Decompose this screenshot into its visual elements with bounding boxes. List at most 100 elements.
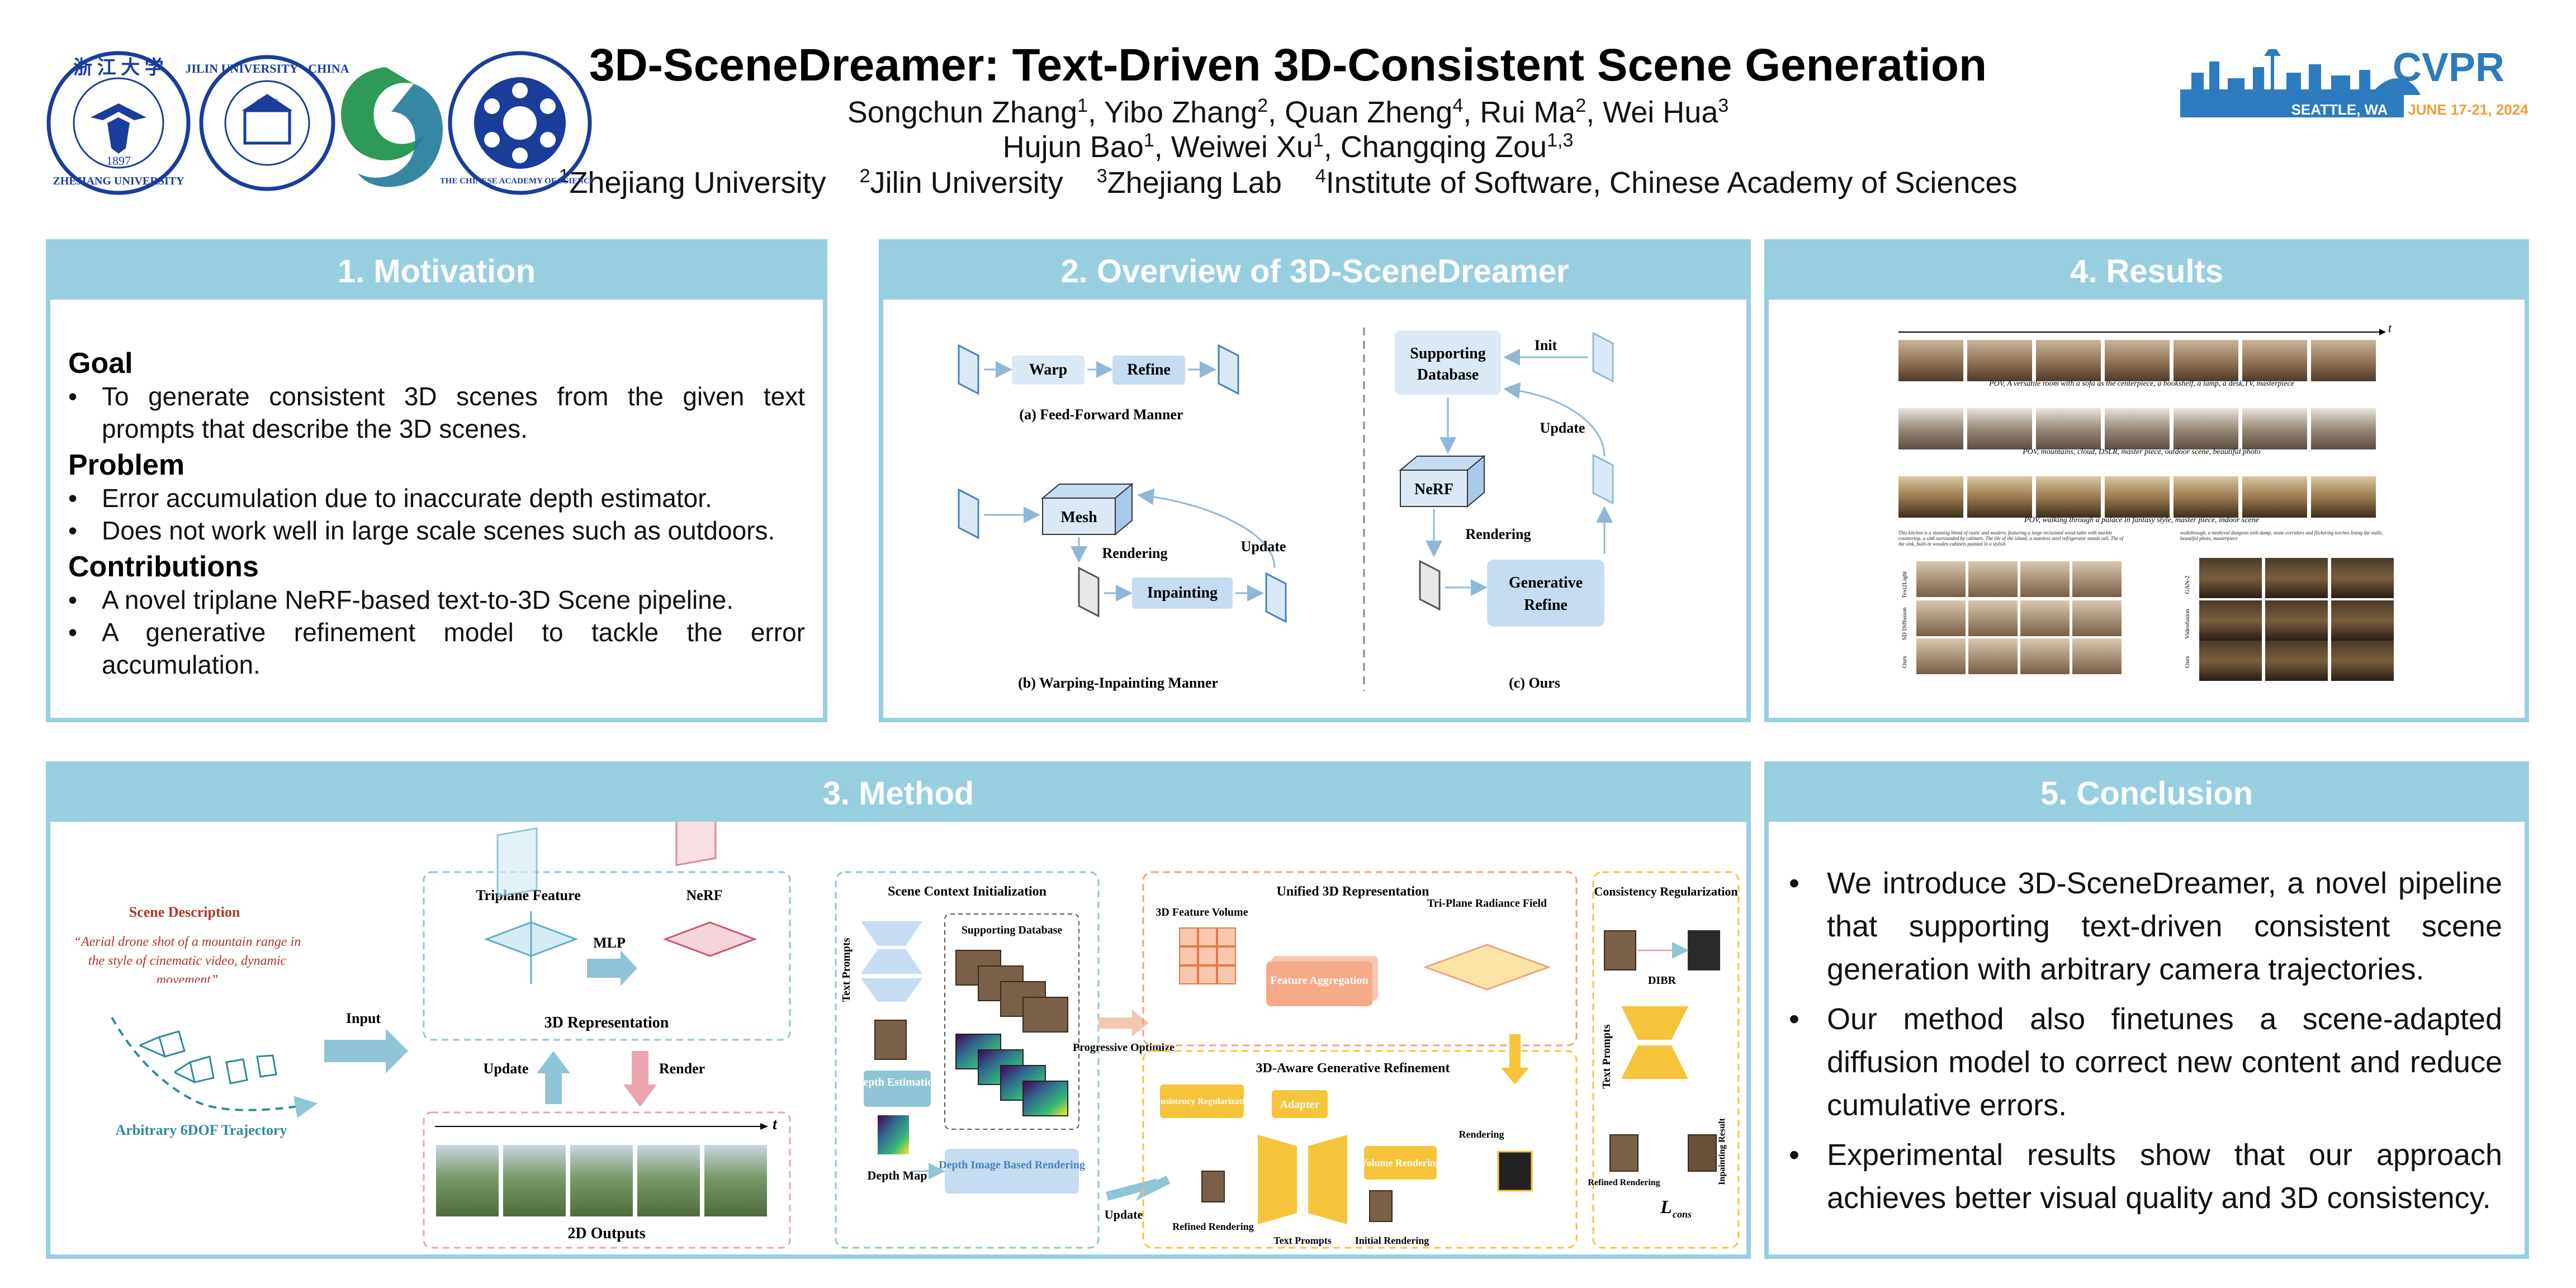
render-label: Render: [659, 1060, 705, 1077]
conclusion-item: •We introduce 3D-SceneDreamer, a novel p…: [1789, 866, 2502, 986]
results-figure: t POV, A versatile room with a sofa as t…: [1898, 321, 2394, 681]
comparison-thumbnail: [1916, 561, 1966, 597]
feature-voxel: [1217, 946, 1236, 965]
supporting-db-label: Supporting Database: [962, 924, 1063, 936]
text-encoder-icon: [861, 921, 922, 1002]
feature-voxel: [1198, 965, 1217, 984]
comparison-thumbnail: [1968, 600, 2018, 636]
init-label: Init: [1535, 337, 1557, 353]
row-label: Ours: [1901, 656, 1908, 667]
database-label: Database: [1417, 366, 1479, 383]
svg-text:JILIN UNIVERSITY · CHINA: JILIN UNIVERSITY · CHINA: [185, 61, 349, 75]
comparison-thumbnail: [2020, 638, 2070, 674]
conclusion-item: •Experimental results show that our appr…: [1789, 1138, 2502, 1215]
feature-volume-label: 3D Feature Volume: [1156, 906, 1248, 918]
feature-voxel: [1179, 946, 1198, 965]
output-frame: [436, 1145, 499, 1216]
result-caption-2: POV, mountains, cloud, DSLR, master piec…: [2022, 448, 2261, 456]
l-cons-label: L: [1660, 1197, 1672, 1218]
overview-heading: 2. Overview of 3D-SceneDreamer: [883, 244, 1746, 300]
refine-label: Refine: [1127, 361, 1171, 378]
method-panel: 3. Method Scene Description “Aerial dron…: [46, 722, 1751, 1259]
comparison-thumbnail: [2265, 558, 2328, 598]
svg-text:SEATTLE, WA: SEATTLE, WA: [2291, 101, 2388, 118]
output-frame: [503, 1145, 566, 1216]
contributions-label: Contributions: [68, 551, 259, 583]
comparison-thumbnail: [2199, 558, 2262, 598]
database-image: [1022, 997, 1068, 1033]
problem-item: •Error accumulation due to inaccurate de…: [68, 484, 712, 513]
dibr-label: Depth Image Based Rendering: [939, 1159, 1085, 1171]
result-thumbnail: [1967, 408, 2032, 449]
svg-text:CVPR: CVPR: [2393, 45, 2504, 90]
method-diagram: Scene Description “Aerial drone shot of …: [73, 722, 1740, 1249]
result-caption-3: POV, walking through a palace in fantasy…: [2024, 516, 2259, 524]
initial-rendering-label: Initial Rendering: [1355, 1235, 1429, 1246]
3d-representation-label: 3D Representation: [544, 1014, 669, 1031]
result-thumbnail: [2105, 340, 2170, 381]
output-frame: [637, 1145, 700, 1216]
rendering-c-label: Rendering: [1466, 526, 1531, 542]
comparison-thumbnail: [1916, 638, 1966, 674]
result-thumbnail: [2105, 476, 2170, 518]
result-thumbnail: [2242, 340, 2307, 381]
comparison-thumbnail: [1968, 638, 2018, 674]
result-thumbnail: [2311, 408, 2376, 449]
output-frame: [570, 1145, 633, 1216]
mlp-label: MLP: [593, 935, 626, 951]
adapter-label: Adapter: [1280, 1098, 1319, 1111]
comparison-thumbnail: [2072, 600, 2122, 636]
result-thumbnail: [2036, 408, 2101, 449]
warp-label: Warp: [1029, 361, 1067, 378]
jlu-logo: JILIN UNIVERSITY · CHINA 1946: [185, 55, 349, 191]
trajectory-label: Arbitrary 6DOF Trajectory: [115, 1122, 287, 1138]
generative-label: Generative: [1509, 574, 1583, 591]
cas-logo: THE CHINESE ACADEMY OF SCIENCES: [440, 51, 593, 195]
overview-panel: 2. Overview of 3D-SceneDreamer Warp Refi…: [879, 239, 1751, 722]
comparison-thumbnail: [2020, 561, 2070, 597]
result-thumbnail: [1967, 476, 2032, 518]
zju-logo: 浙 江 大 学 1897 ZHEJIANG UNIVERSITY: [46, 51, 191, 195]
t-axis-label: t: [2388, 321, 2392, 335]
refined-rendering-label: Refined Rendering: [1172, 1221, 1254, 1232]
authors-line-1: Songchun Zhang1, Yibo Zhang2, Quan Zheng…: [847, 95, 1729, 129]
cvpr-logo: CVPR SEATTLE, WA JUNE 17-21, 2024: [2180, 45, 2528, 118]
results-heading: 4. Results: [1769, 244, 2525, 300]
affiliations: 1Zhejiang University 2Jilin University 3…: [558, 165, 2018, 200]
comparison-thumbnail: [1968, 561, 2018, 597]
problem-label: Problem: [68, 449, 185, 481]
camera-frustums: [139, 1030, 277, 1085]
feature-voxel: [1217, 965, 1236, 984]
contribution-item: •A novel triplane NeRF-based text-to-3D …: [68, 585, 734, 614]
supporting-label: Supporting: [1410, 345, 1485, 362]
result-thumbnail: [2174, 408, 2238, 449]
result-thumbnail: [2036, 340, 2101, 381]
motivation-panel: 1. Motivation Goal •To generate consiste…: [46, 239, 827, 722]
row-label: Text2Light: [1901, 571, 1908, 599]
dibr-short-label: DIBR: [1648, 974, 1677, 987]
comparison-thumbnail: [2331, 600, 2394, 641]
comparison-thumbnail: [2199, 600, 2262, 641]
output-frame: [704, 1145, 767, 1216]
conclusion-heading: 5. Conclusion: [1769, 766, 2525, 822]
caption-c: (c) Ours: [1509, 675, 1560, 691]
svg-text:1946: 1946: [256, 97, 278, 109]
inpainting-result-label: Inpainting Result: [1717, 1118, 1727, 1185]
rendering-label: Rendering: [1459, 1129, 1504, 1140]
svg-text:浙 江 大 学: 浙 江 大 学: [73, 56, 164, 78]
result-caption-1: POV, A versatile room with a sofa as the…: [1988, 380, 2294, 388]
feature-voxel: [1217, 927, 1236, 946]
comparison-thumbnail: [2331, 558, 2394, 598]
result-thumbnail: [2036, 476, 2101, 518]
l-cons-subscript: cons: [1673, 1209, 1692, 1220]
2d-outputs-label: 2D Outputs: [567, 1225, 645, 1242]
nerf-label: NeRF: [1414, 481, 1453, 498]
triplane-rf-label: Tri-Plane Radiance Field: [1427, 897, 1547, 910]
university-logos: 浙 江 大 学 1897 ZHEJIANG UNIVERSITY JILIN U…: [46, 51, 593, 195]
kitchen-caption: This kitchen is a stunning blend of rust…: [1898, 530, 2124, 547]
comparison-thumbnail: [2265, 600, 2328, 641]
volume-rendering-label: Volume Rendering: [1360, 1157, 1441, 1168]
update-c-label: Update: [1540, 420, 1585, 436]
scene-prompt: “Aerial drone shot of a mountain range i…: [73, 935, 301, 983]
result-thumbnail: [2242, 476, 2307, 518]
